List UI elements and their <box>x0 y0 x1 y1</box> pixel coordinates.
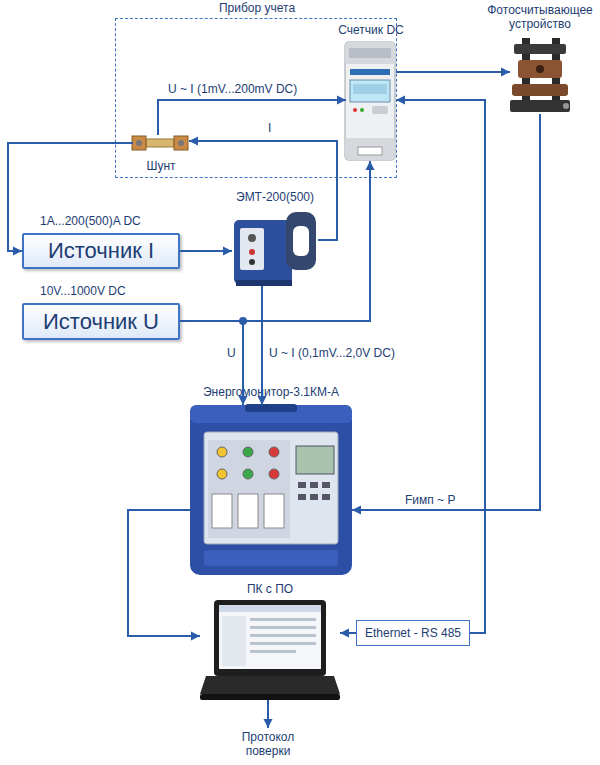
signal-connector <box>8 143 133 256</box>
connector-line <box>180 161 370 321</box>
arrow-head <box>223 247 232 256</box>
connector-line <box>180 250 232 252</box>
signal-connector <box>189 137 337 241</box>
signal-label: U <box>227 346 236 360</box>
device-label: ПК с ПО <box>200 582 340 596</box>
signal-connector <box>340 629 356 638</box>
signal-connector <box>128 510 200 641</box>
arrow-head <box>258 396 267 405</box>
device-label: Фотосчитывающее устройство <box>480 3 600 31</box>
dc-meter: Счетчик DC <box>346 43 396 161</box>
interface-label: Ethernet - RS 485 <box>365 626 461 640</box>
source-box: 10V...1000V DCИсточник U <box>22 303 180 340</box>
meter-frame: Прибор учетаСчетчик DCШунт <box>115 18 397 178</box>
arrow-head <box>396 96 405 105</box>
laptop-illustration <box>200 600 340 700</box>
connector-line <box>128 510 200 636</box>
arrow-head <box>264 719 273 728</box>
arrow-head <box>352 506 361 515</box>
arrow-head <box>239 396 248 405</box>
signal-connector <box>180 247 232 256</box>
signal-connector <box>180 321 248 405</box>
signal-connector <box>180 161 375 321</box>
interface-box: Ethernet - RS 485 <box>356 620 470 646</box>
source-name: Источник U <box>43 309 159 335</box>
arrow-head <box>501 68 510 77</box>
meter-illustration <box>345 42 395 160</box>
signal-label: Fимп ~ P <box>405 493 455 507</box>
connector-line <box>261 286 263 405</box>
current-transducer-illustration <box>234 212 316 286</box>
signal-label: U ~ I (0,1mV...2,0V DC) <box>269 346 395 360</box>
energy-monitor-illustration <box>190 404 352 575</box>
signal-connector <box>258 286 267 405</box>
connector-line <box>396 71 510 73</box>
range-label: 10V...1000V DC <box>40 284 220 298</box>
device-label: Энергомонитор-3.1КМ-А <box>170 385 372 399</box>
source-name: Источник I <box>48 238 154 264</box>
signal-connector <box>158 96 346 136</box>
device-label: Счетчик DC <box>321 23 421 37</box>
signal-connector <box>264 700 273 728</box>
shunt: Шунт <box>133 135 189 153</box>
photo-reader: Фотосчитывающее устройство <box>510 36 570 114</box>
shunt-illustration <box>132 136 188 150</box>
output-note: Протокол поверки <box>233 728 303 760</box>
connector-line <box>267 700 269 728</box>
connector-line <box>340 632 356 634</box>
arrow-head <box>13 247 22 256</box>
current-transducer: ЭМТ-200(500) <box>232 210 318 286</box>
arrow-head <box>189 137 198 146</box>
frame-title: Прибор учета <box>116 1 398 15</box>
signal-connector <box>352 114 540 515</box>
junction-dot <box>239 317 247 325</box>
connector-line <box>8 143 133 251</box>
signal-label: I <box>268 121 271 135</box>
laptop: ПК с ПО <box>200 600 340 700</box>
connector-line <box>396 100 485 633</box>
arrow-head <box>340 629 349 638</box>
range-label: 1A...200(500)A DC <box>40 214 220 228</box>
photo-reader-illustration <box>510 38 570 112</box>
arrow-head <box>337 96 346 105</box>
connector-line <box>189 141 337 240</box>
connector-line <box>352 114 540 510</box>
connector-line <box>180 321 243 405</box>
connector-line <box>158 100 346 135</box>
output-label: Протокол поверки <box>233 730 303 758</box>
source-box: 1A...200(500)A DCИсточник I <box>22 233 180 269</box>
device-label: Шунт <box>121 159 201 173</box>
device-label: ЭМТ-200(500) <box>212 190 338 204</box>
signal-connector <box>396 96 485 634</box>
arrow-head <box>366 161 375 170</box>
signal-label: U ~ I (1mV...200mV DC) <box>168 82 297 96</box>
signal-connector <box>396 68 510 77</box>
energy-monitor: Энергомонитор-3.1КМ-А <box>190 405 352 575</box>
arrow-head <box>191 632 200 641</box>
